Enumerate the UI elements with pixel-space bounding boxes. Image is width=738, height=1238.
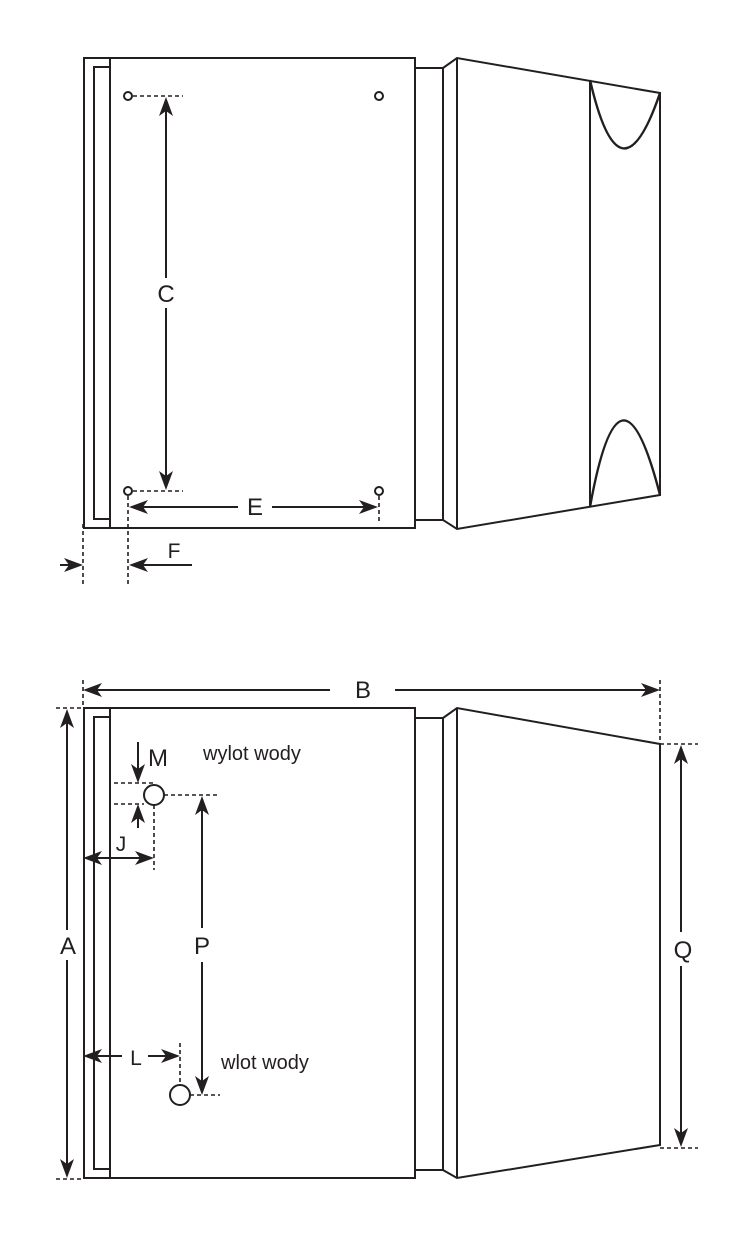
e-arrow-left [129, 500, 148, 514]
q-arrow-bottom [674, 1128, 688, 1147]
j-arrow-left [83, 851, 102, 865]
e-arrow-right [359, 500, 378, 514]
side-back-flange-inner [93, 716, 111, 1170]
top-back-flange-inner [93, 66, 111, 520]
m-arrow-top [131, 764, 145, 783]
l-arrow-right [161, 1049, 180, 1063]
top-diffuser-cone [442, 56, 661, 531]
water-inlet-label: wlot wody [220, 1052, 309, 1074]
p-arrow-top [195, 796, 209, 815]
side-main-body [109, 707, 416, 1179]
side-neck [414, 717, 444, 1171]
m-label: M [148, 745, 168, 772]
side-diffuser-cone [442, 706, 661, 1180]
p-label: P [194, 933, 210, 960]
water-inlet-port [169, 1084, 191, 1106]
top-main-body [109, 57, 416, 529]
q-label: Q [674, 937, 693, 964]
c-arrow-bottom [159, 471, 173, 490]
c-label: C [157, 281, 174, 308]
mounting-hole-top-left [123, 91, 133, 101]
j-arrow-right [135, 851, 154, 865]
mounting-hole-top-right [374, 91, 384, 101]
a-arrow-top [60, 709, 74, 728]
a-label: A [60, 933, 76, 960]
top-louver-upper-curve [588, 79, 662, 150]
m-arrow-bottom [131, 804, 145, 823]
top-view: C E F [60, 56, 662, 585]
j-label: J [116, 833, 127, 856]
q-arrow-top [674, 745, 688, 764]
p-arrow-bottom [195, 1076, 209, 1095]
f-arrow-right [129, 558, 148, 572]
top-neck [414, 67, 444, 521]
l-arrow-left [83, 1049, 102, 1063]
f-label: F [168, 540, 181, 563]
b-label: B [355, 677, 371, 704]
water-outlet-port [143, 784, 165, 806]
water-outlet-label: wylot wody [202, 743, 301, 765]
a-arrow-bottom [60, 1159, 74, 1178]
e-label: E [247, 494, 263, 521]
mounting-hole-bottom-right [374, 486, 384, 496]
top-louver-lower-curve [588, 419, 662, 508]
side-view: B A M wylot wody J P [56, 677, 698, 1180]
b-arrow-right [641, 683, 660, 697]
top-back-flange-outer [83, 57, 111, 529]
c-arrow-top [159, 97, 173, 116]
side-back-flange-outer [83, 707, 111, 1179]
b-arrow-left [83, 683, 102, 697]
f-arrow-left [64, 558, 83, 572]
l-label: L [130, 1047, 142, 1070]
mounting-hole-bottom-left [123, 486, 133, 496]
